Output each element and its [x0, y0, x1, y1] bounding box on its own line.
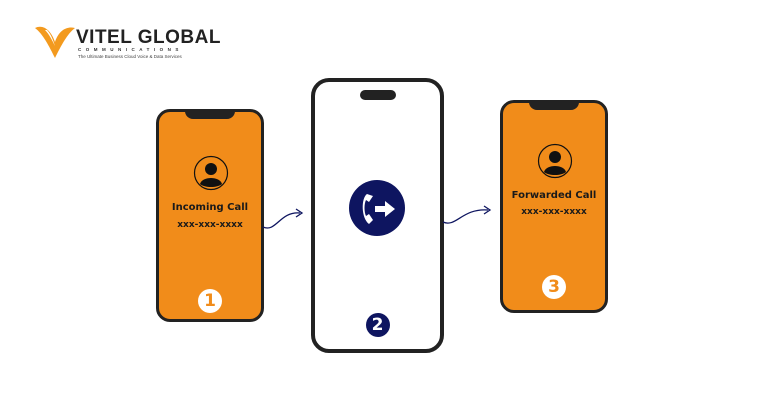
forwarded-call-label: Forwarded Call [511, 190, 597, 201]
phone-forwarding: 2 [311, 78, 444, 353]
user-avatar-icon [193, 155, 229, 191]
logo-tagline: The Ultimate Business Cloud Voice & Data… [78, 54, 182, 59]
logo-subtitle: COMMUNICATIONS [78, 47, 183, 52]
step-number-3: 3 [542, 275, 566, 299]
arrow-1-icon [262, 208, 304, 229]
logo-mark-icon [35, 26, 75, 58]
incoming-phone-number: xxx-xxx-xxxx [177, 220, 243, 230]
step-number-1: 1 [198, 289, 222, 313]
forwarded-phone-number: xxx-xxx-xxxx [521, 207, 587, 217]
phone-incoming: Incoming Call xxx-xxx-xxxx 1 [156, 109, 264, 322]
call-forward-icon [349, 180, 405, 236]
logo-name: VITEL GLOBAL [76, 27, 221, 48]
incoming-call-label: Incoming Call [171, 202, 249, 213]
arrow-2-icon [442, 205, 492, 224]
phone-forwarded: Forwarded Call xxx-xxx-xxxx 3 [500, 100, 608, 313]
step-number-2: 2 [365, 313, 390, 337]
user-avatar-icon [537, 143, 573, 179]
